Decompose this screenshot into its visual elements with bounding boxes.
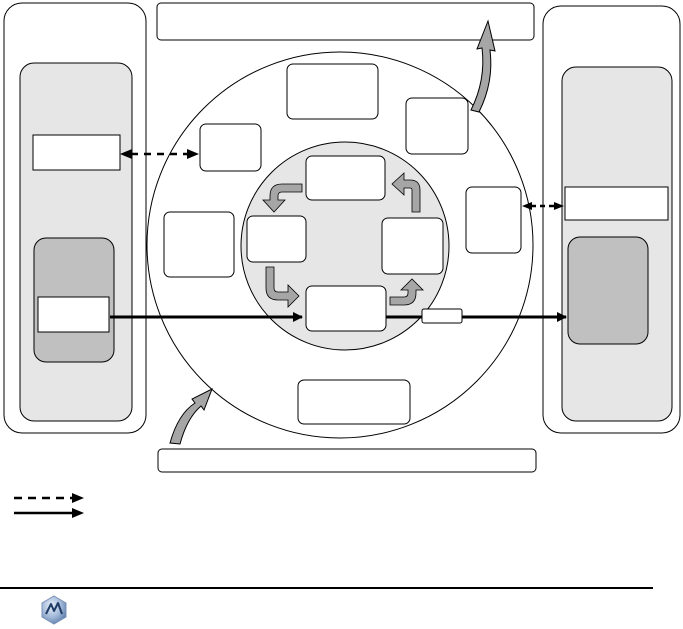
- cycle-arrow-bottom-right: [389, 278, 424, 306]
- dashed-arrow-right-head-b: [554, 202, 564, 210]
- right-dark-box: [567, 236, 649, 345]
- right-top-box: [564, 186, 669, 221]
- cycle-box-left: [246, 215, 307, 263]
- cycle-arrow-bottom-left: [265, 266, 300, 308]
- legend-solid-head: [72, 508, 84, 518]
- dashed-arrow-right-head-a: [522, 202, 532, 210]
- flow-label-box: [421, 308, 463, 324]
- cycle-arrow-top-left: [262, 183, 303, 213]
- hexagon-logo-icon: [41, 595, 67, 625]
- dashed-arrow-left-head-a: [120, 149, 132, 159]
- circle-box-upper-right: [405, 97, 469, 155]
- circle-box-right: [465, 186, 522, 254]
- cycle-box-top: [305, 155, 386, 201]
- dashed-arrow-left-head-b: [187, 149, 199, 159]
- left-source-box: [37, 296, 110, 333]
- circle-box-upper-left: [199, 123, 262, 172]
- circle-box-bottom: [297, 379, 411, 425]
- cycle-box-bottom: [305, 285, 387, 332]
- curved-arrow-upper-right: [470, 19, 496, 113]
- legend-dashed-head: [72, 493, 84, 503]
- cycle-arrow-top-right: [391, 172, 421, 213]
- circle-box-top: [286, 63, 379, 120]
- circle-box-left: [163, 211, 235, 278]
- curved-arrow-lower-left: [169, 387, 213, 445]
- top-banner: [156, 2, 535, 41]
- left-top-box: [32, 134, 121, 171]
- cycle-box-right: [381, 217, 444, 275]
- bottom-banner: [157, 448, 537, 473]
